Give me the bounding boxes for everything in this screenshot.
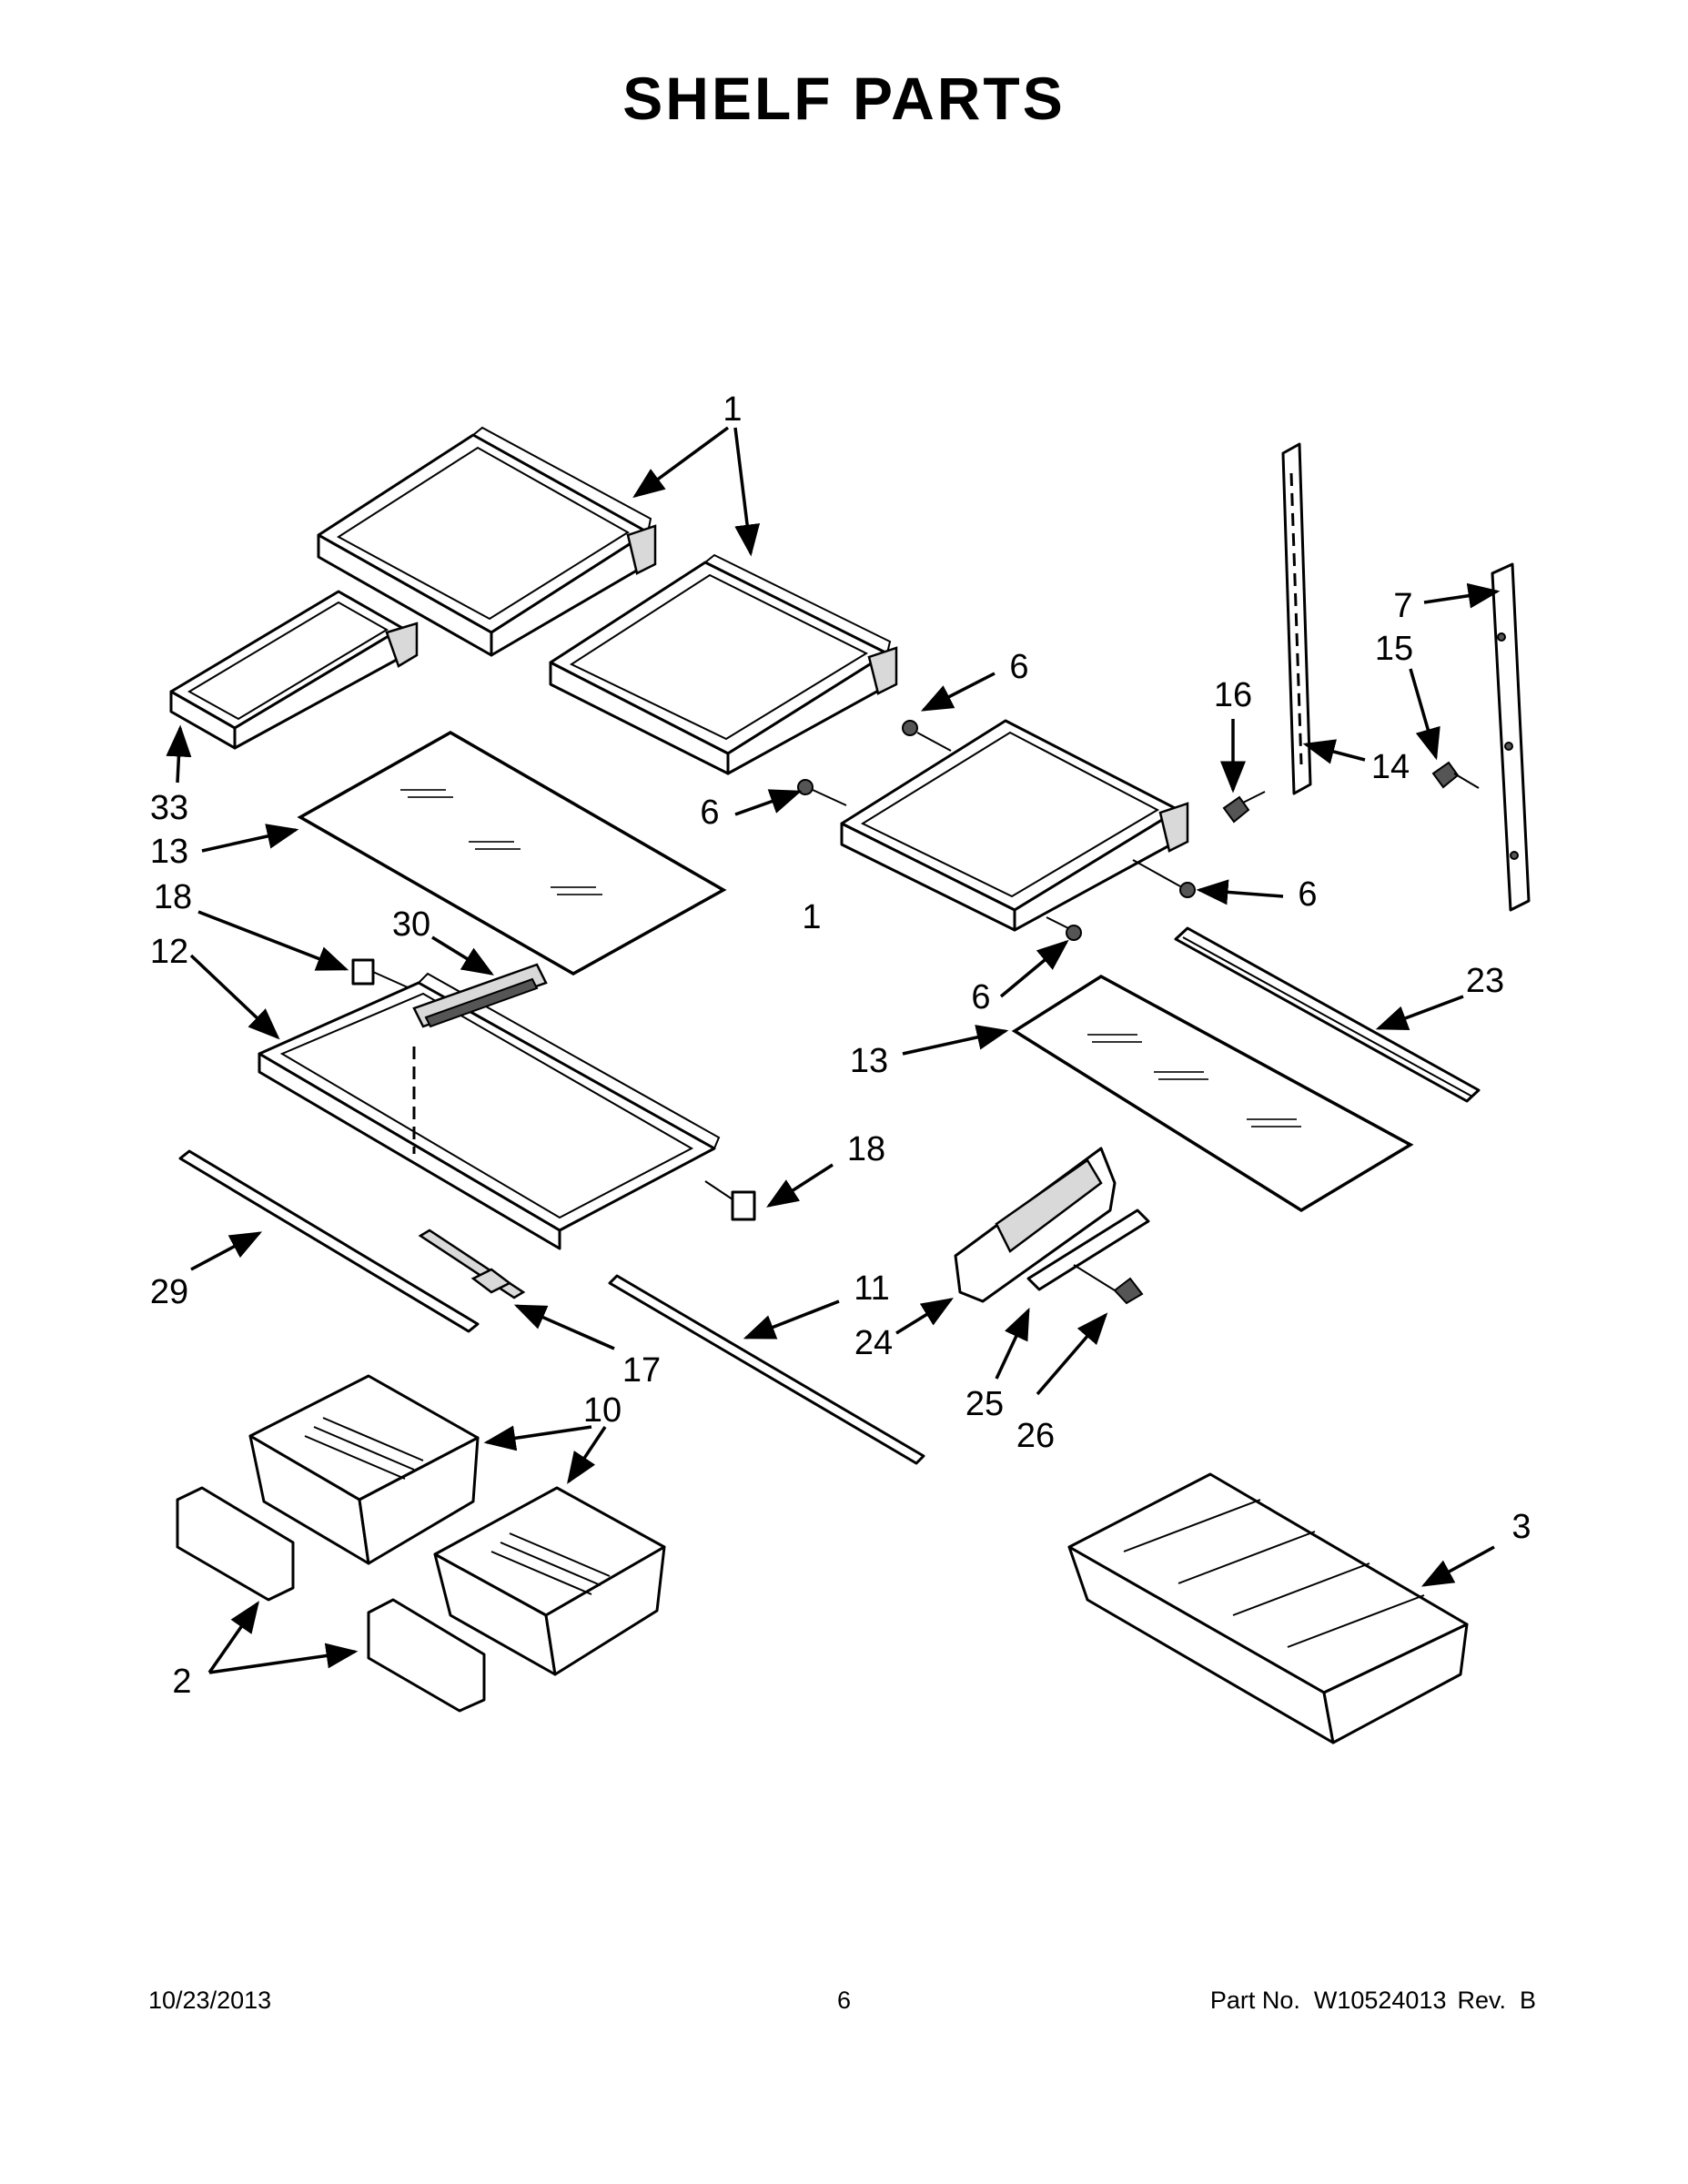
crisper-10-right xyxy=(433,1486,666,1676)
callout-1-upper: 1 xyxy=(723,390,742,429)
callout-14: 14 xyxy=(1371,748,1410,786)
rail-29 xyxy=(178,1149,480,1333)
ladder-7 xyxy=(1491,562,1531,912)
callout-24: 24 xyxy=(854,1324,893,1362)
callout-12: 12 xyxy=(150,933,188,971)
part-number-text: Part No. W10524013 xyxy=(1209,1987,1447,2014)
leader-lines xyxy=(166,426,1501,1674)
rail-11 xyxy=(608,1274,925,1465)
clip-18-lower xyxy=(704,1180,756,1221)
trim-23 xyxy=(1174,926,1481,1103)
footer-page-number: 6 xyxy=(836,1987,852,2014)
glass-shelf-13-lower xyxy=(1011,974,1414,1213)
callout-18-lower: 18 xyxy=(847,1130,885,1168)
bracket-24 xyxy=(954,1147,1117,1303)
support-25 xyxy=(1026,1208,1150,1291)
callout-15: 15 xyxy=(1375,630,1413,668)
callout-6-bottom: 6 xyxy=(971,978,990,1016)
callout-3: 3 xyxy=(1511,1508,1531,1546)
screw-16 xyxy=(1222,791,1266,824)
callout-13-lower: 13 xyxy=(850,1042,888,1080)
callout-25: 25 xyxy=(965,1385,1004,1423)
slide-17 xyxy=(418,1228,526,1299)
crisper-10-left xyxy=(248,1374,480,1565)
callout-7: 7 xyxy=(1393,587,1412,625)
cover-2-right xyxy=(367,1598,486,1713)
callout-6-left: 6 xyxy=(700,794,719,832)
callout-33: 33 xyxy=(150,789,188,827)
callout-29: 29 xyxy=(150,1273,188,1311)
footer-date: 10/23/2013 xyxy=(148,1987,272,2014)
footer-part-number: Part No. W10524013 Rev. B xyxy=(1210,1987,1536,2015)
callout-6-right: 6 xyxy=(1298,875,1317,914)
callout-labels: 1 1 33 13 6 6 6 6 16 15 7 14 18 30 12 23… xyxy=(150,390,1531,1701)
callout-1-middle: 1 xyxy=(802,898,821,936)
callout-10: 10 xyxy=(583,1391,622,1430)
shelf-1-upper-right xyxy=(549,553,898,775)
callout-13-upper: 13 xyxy=(150,833,188,871)
bracket-30 xyxy=(412,963,548,1028)
callout-18-upper: 18 xyxy=(154,878,192,916)
callout-2: 2 xyxy=(172,1663,191,1701)
callout-17: 17 xyxy=(622,1351,661,1390)
shelf-1-middle xyxy=(840,719,1189,932)
screw-26 xyxy=(1073,1264,1144,1305)
frame-12 xyxy=(258,972,721,1250)
clip-18-upper xyxy=(351,958,409,988)
glass-shelf-13-upper xyxy=(297,730,727,976)
callout-30: 30 xyxy=(392,905,430,944)
callout-16: 16 xyxy=(1214,676,1252,714)
callout-11: 11 xyxy=(854,1269,889,1308)
callout-26: 26 xyxy=(1016,1417,1055,1455)
ladder-14 xyxy=(1281,442,1312,795)
revision-text: Rev. B xyxy=(1457,1987,1536,2014)
screw-15 xyxy=(1431,761,1480,789)
cover-2-left xyxy=(176,1486,295,1602)
callout-23: 23 xyxy=(1466,962,1504,1000)
drawer-3 xyxy=(1067,1472,1469,1744)
callout-6-top: 6 xyxy=(1009,648,1028,686)
shelf-33-narrow xyxy=(169,590,419,750)
page-title: SHELF PARTS xyxy=(622,65,1066,132)
shelf-1-upper-left xyxy=(317,426,657,657)
